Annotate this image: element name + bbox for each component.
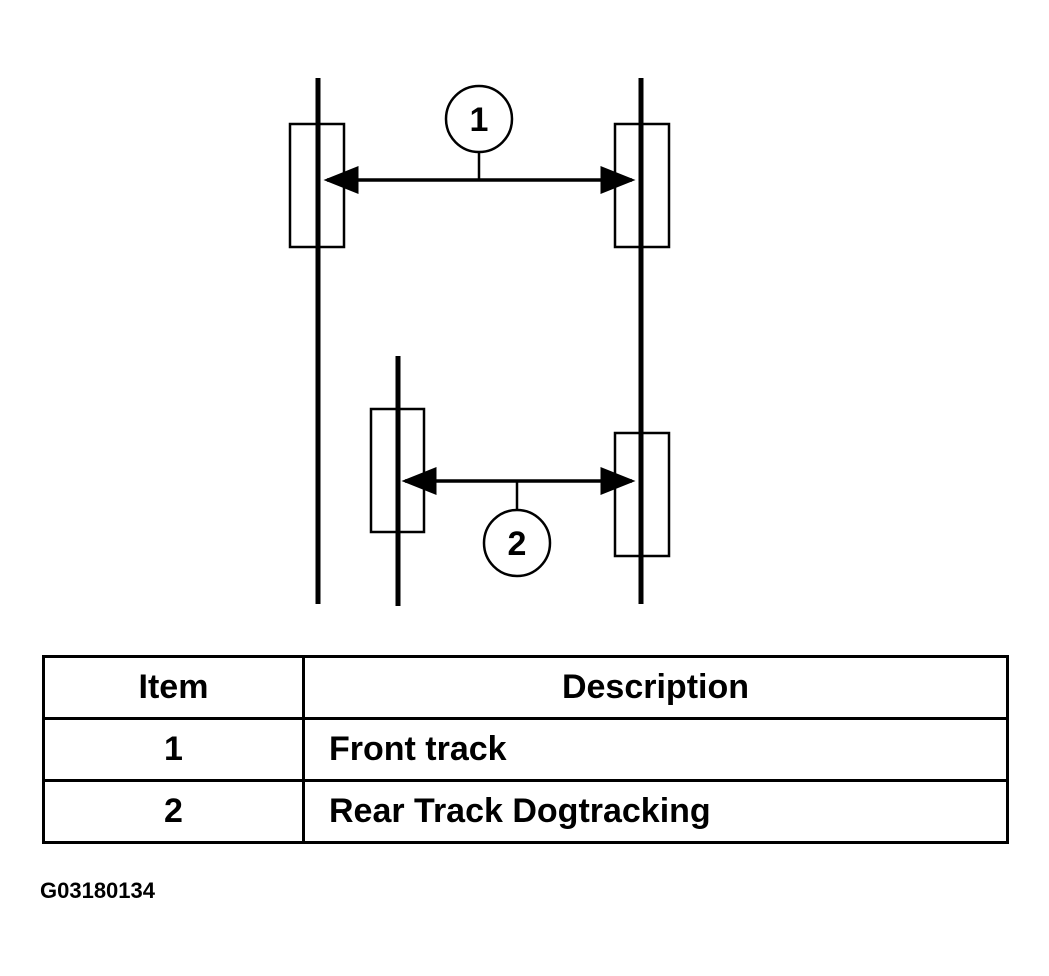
legend-header-row: Item Description [42,655,1009,720]
track-diagram: 1 2 [288,78,671,606]
legend-row-item: 2 [42,779,305,844]
callout-2-label: 2 [508,525,527,563]
legend-row-description: Front track [302,717,1009,782]
legend-header-description: Description [302,655,1009,720]
callout-1-circle [444,84,514,154]
legend-header-item: Item [42,655,305,720]
figure-id: G03180134 [40,878,155,903]
table-row: 1 Front track [42,717,1009,782]
callout-1-label: 1 [470,101,489,139]
legend-table: Item Description 1 Front track 2 Rear Tr… [42,655,1009,844]
legend-row-item: 1 [42,717,305,782]
table-row: 2 Rear Track Dogtracking [42,779,1009,844]
legend-row-description: Rear Track Dogtracking [302,779,1009,844]
callout-2-circle [482,508,552,578]
